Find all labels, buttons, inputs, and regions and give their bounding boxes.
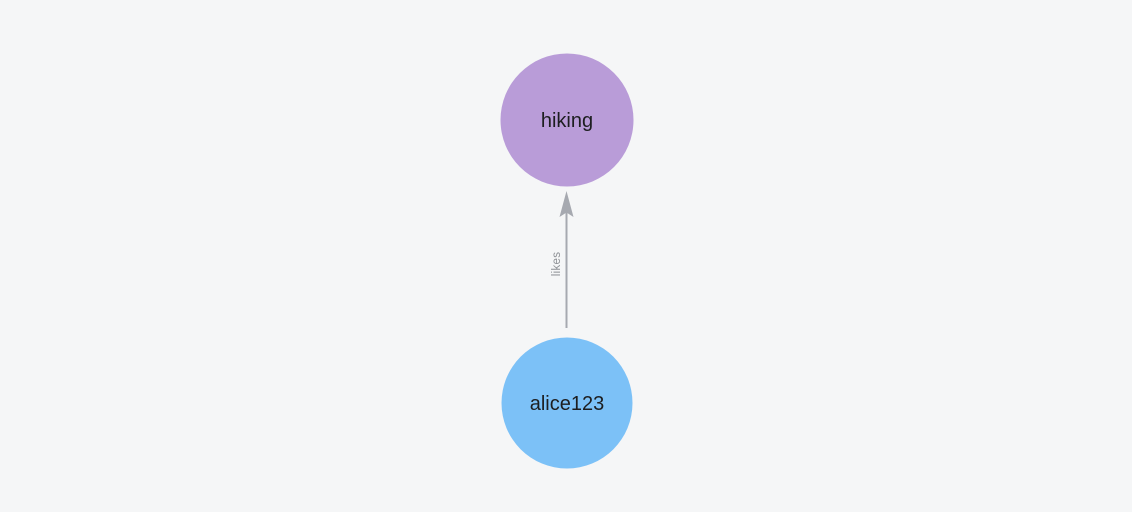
node-alice123-label: alice123 [530, 393, 605, 415]
node-hiking[interactable]: hiking [500, 53, 634, 187]
node-alice123-circle[interactable] [501, 337, 633, 469]
edge-label: likes [551, 252, 563, 277]
arrowhead-icon [559, 191, 574, 217]
node-alice123[interactable]: alice123 [501, 337, 633, 469]
node-hiking-circle[interactable] [500, 53, 634, 187]
node-hiking-label: hiking [541, 110, 593, 132]
edge-likes: likes [551, 191, 574, 328]
